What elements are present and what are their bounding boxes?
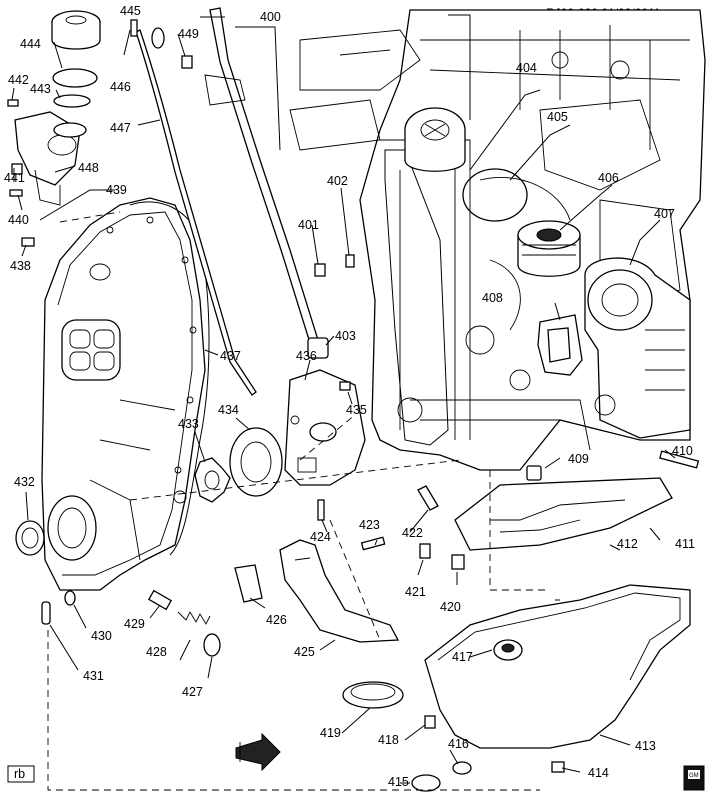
callout-408: 408 xyxy=(482,291,503,305)
callout-424: 424 xyxy=(310,530,331,544)
oil-pump-pickup xyxy=(279,539,400,643)
fill-tube-seal xyxy=(52,68,98,88)
dipstick xyxy=(135,29,257,396)
callout-442: 442 xyxy=(8,73,29,87)
callout-415: 415 xyxy=(388,775,409,789)
pickup-gasket xyxy=(234,564,263,603)
fill-tube-insert xyxy=(53,122,87,138)
callout-418: 418 xyxy=(378,733,399,747)
callout-447: 447 xyxy=(110,121,131,135)
crankshaft-front-seal xyxy=(15,520,45,556)
callout-449: 449 xyxy=(178,27,199,41)
callout-409: 409 xyxy=(568,452,589,466)
callout-443: 443 xyxy=(30,82,51,96)
callout-401: 401 xyxy=(298,218,319,232)
callout-412: 412 xyxy=(617,537,638,551)
timing-chain xyxy=(384,149,449,446)
footer-tag-text: rb xyxy=(14,767,25,781)
callout-404: 404 xyxy=(516,61,537,75)
reference-lines xyxy=(47,211,545,791)
footer-tag: rb xyxy=(7,765,35,783)
front-of-vehicle-icon xyxy=(235,732,281,772)
callout-400: 400 xyxy=(260,10,281,24)
oil-pump-housing xyxy=(284,369,366,486)
callout-426: 426 xyxy=(266,613,287,627)
callout-416: 416 xyxy=(448,737,469,751)
callout-410: 410 xyxy=(672,444,693,458)
front-cover-seal xyxy=(129,201,210,556)
oil-filter-housing xyxy=(584,257,691,439)
oil-pan xyxy=(424,584,691,749)
relief-valve-spring xyxy=(177,611,211,625)
fasteners xyxy=(7,19,700,792)
callout-406: 406 xyxy=(598,171,619,185)
callout-425: 425 xyxy=(294,645,315,659)
oil-pan-baffle xyxy=(454,477,673,551)
callout-438: 438 xyxy=(10,259,31,273)
dipstick-tube-grommet xyxy=(307,337,329,359)
callout-446: 446 xyxy=(110,80,131,94)
callout-448: 448 xyxy=(78,161,99,175)
callout-414: 414 xyxy=(588,766,609,780)
callout-441: 441 xyxy=(4,171,25,185)
callout-405: 405 xyxy=(547,110,568,124)
dipstick-handle xyxy=(151,27,165,49)
callout-420: 420 xyxy=(440,600,461,614)
callout-411: 411 xyxy=(675,537,695,551)
callout-419: 419 xyxy=(320,726,341,740)
callout-427: 427 xyxy=(182,685,203,699)
callout-440: 440 xyxy=(8,213,29,227)
callout-402: 402 xyxy=(327,174,348,188)
callout-432: 432 xyxy=(14,475,35,489)
gm-logo: GM xyxy=(683,765,705,791)
callout-417: 417 xyxy=(452,650,473,664)
callout-421: 421 xyxy=(405,585,426,599)
callout-labels: 400 401 402 403 404 405 406 407 408 409 … xyxy=(4,4,695,789)
callout-407: 407 xyxy=(654,207,675,221)
dowel-pin xyxy=(64,590,76,606)
callout-431: 431 xyxy=(83,669,104,683)
relief-valve xyxy=(147,589,173,611)
cover-dowel xyxy=(41,601,51,625)
fill-tube-o-ring xyxy=(53,94,91,108)
callout-413: 413 xyxy=(635,739,656,753)
front-cover xyxy=(41,197,206,591)
relief-valve-plug xyxy=(203,633,221,657)
callout-422: 422 xyxy=(402,526,423,540)
callout-437: 437 xyxy=(220,349,241,363)
leader-lines xyxy=(11,14,676,784)
oil-filter-element xyxy=(517,220,581,277)
oil-fill-cap xyxy=(51,10,101,50)
callout-435: 435 xyxy=(346,403,367,417)
callout-430: 430 xyxy=(91,629,112,643)
callout-445: 445 xyxy=(120,4,141,18)
gm-logo-text: GM xyxy=(689,773,699,779)
filter-housing-gasket xyxy=(537,314,583,376)
oil-pump-screen xyxy=(342,681,404,709)
callout-444: 444 xyxy=(20,37,41,51)
callout-403: 403 xyxy=(335,329,356,343)
oil-filter-cap xyxy=(404,107,466,172)
callout-429: 429 xyxy=(124,617,145,631)
callout-423: 423 xyxy=(359,518,380,532)
callout-433: 433 xyxy=(178,417,199,431)
callout-436: 436 xyxy=(296,349,317,363)
oil-pump-inner-rotor xyxy=(194,457,231,503)
oil-pump-outer-rotor xyxy=(229,427,283,497)
callout-428: 428 xyxy=(146,645,167,659)
dipstick-tube xyxy=(209,7,319,344)
callout-434: 434 xyxy=(218,403,239,417)
o-ring xyxy=(462,168,528,222)
callout-439: 439 xyxy=(106,183,127,197)
